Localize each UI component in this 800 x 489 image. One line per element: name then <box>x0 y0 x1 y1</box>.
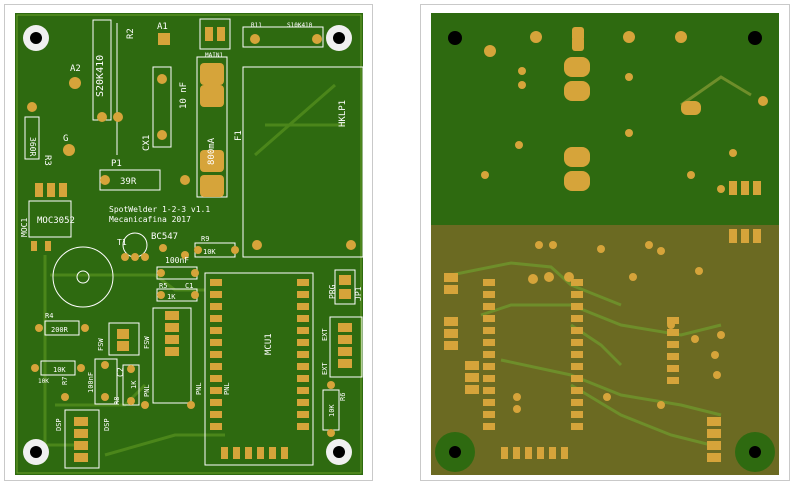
pcb-back-view-panel <box>420 4 790 481</box>
label-r6: R6 <box>339 393 347 401</box>
pcb-back-board <box>431 13 779 475</box>
label-s20k410: S20K410 <box>95 55 106 97</box>
board-author: Mecanicafina 2017 <box>109 215 191 224</box>
label-ext-a: EXT <box>321 328 329 341</box>
mounting-hole <box>326 25 352 51</box>
label-r9: R9 <box>201 235 209 243</box>
label-moc3052: MOC3052 <box>37 216 75 226</box>
label-ext-b: EXT <box>321 362 329 375</box>
label-prg: PRG <box>328 284 337 299</box>
label-p1: P1 <box>111 159 122 169</box>
label-200r: 200R <box>51 326 69 334</box>
label-mcu1: MCU1 <box>264 333 274 355</box>
label-800ma: 800mA <box>207 137 217 165</box>
label-10k-d: 10K <box>38 378 49 385</box>
label-dsp-a: DSP <box>55 418 63 431</box>
label-moc1: MOC1 <box>20 218 29 237</box>
label-r4: R4 <box>45 312 53 320</box>
label-a2: A2 <box>70 64 81 74</box>
mounting-hole <box>23 25 49 51</box>
label-s10k410: S10K410 <box>287 22 313 29</box>
label-r5: R5 <box>159 282 167 290</box>
board-substrate <box>15 13 363 475</box>
label-r3: R3 <box>42 155 52 166</box>
label-10k-a: 10K <box>203 248 216 256</box>
label-bc547: BC547 <box>151 232 178 242</box>
label-c2: C2 <box>116 367 125 377</box>
pcb-front-board: S20K410 R2 A1 MAIN1 R11 S10K410 A2 10 nF… <box>15 13 364 475</box>
label-main1: MAIN1 <box>205 52 223 59</box>
label-t1: T1 <box>117 238 127 247</box>
label-pnl-a: PNL <box>143 384 151 397</box>
mounting-hole <box>23 439 49 465</box>
mcu-pad-rows-back <box>483 279 583 459</box>
pcb-front-view-panel: S20K410 R2 A1 MAIN1 R11 S10K410 A2 10 nF… <box>4 4 373 481</box>
label-cx1: CX1 <box>142 135 152 151</box>
board-title: SpotWelder 1-2-3 v1.1 <box>109 205 210 214</box>
label-fsw-b: FSW <box>143 336 151 349</box>
label-pnl-c: PNL <box>223 382 231 395</box>
label-100nf: 100nF <box>165 256 189 265</box>
label-r8: R8 <box>113 397 121 405</box>
label-10k-b: 10K <box>53 366 66 374</box>
label-c1: C1 <box>185 282 193 290</box>
label-1k-a: 1K <box>167 293 176 301</box>
label-g: G <box>63 134 68 144</box>
label-39r: 39R <box>120 177 137 187</box>
label-f1: F1 <box>234 130 244 141</box>
label-fsw-a: FSW <box>97 338 105 351</box>
label-10k-c: 10K <box>328 404 336 417</box>
label-360r: 360R <box>28 137 37 156</box>
label-pnl-b: PNL <box>195 382 203 395</box>
label-10nf: 10 nF <box>179 82 189 109</box>
mcu-pad-rows <box>210 279 309 459</box>
label-r2: R2 <box>126 28 136 39</box>
label-a1: A1 <box>157 22 168 32</box>
label-dsp-b: DSP <box>103 418 111 431</box>
label-jp1: JP1 <box>354 286 363 301</box>
label-1k-b: 1K <box>130 380 138 389</box>
label-100nf-b: 100nF <box>87 372 95 393</box>
mounting-hole <box>326 439 352 465</box>
label-r11: R11 <box>251 22 262 29</box>
label-hklp1: HKLP1 <box>338 100 348 127</box>
label-r7: R7 <box>61 377 69 385</box>
